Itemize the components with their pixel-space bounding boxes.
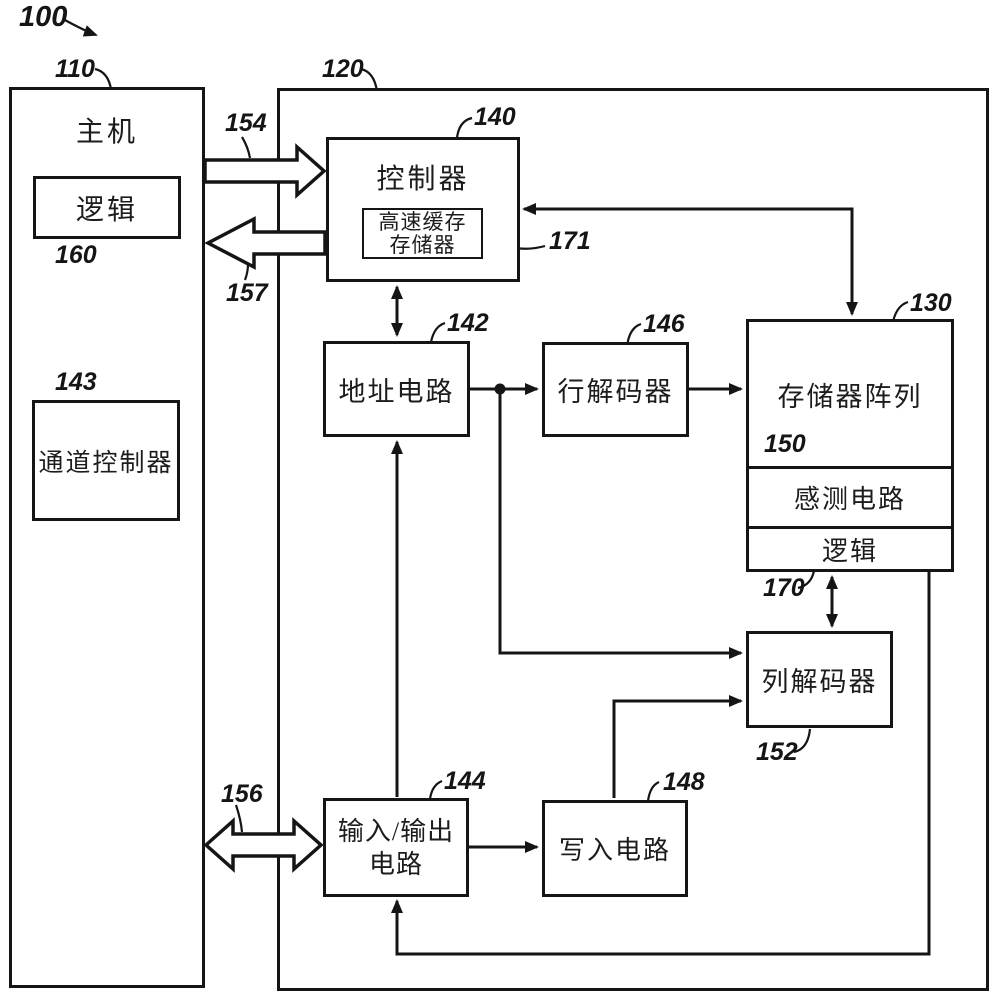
cache-memory-label: 高速缓存 存储器 bbox=[378, 209, 467, 257]
cache-memory-box: 高速缓存 存储器 bbox=[362, 208, 483, 259]
host-logic-label: 逻辑 bbox=[75, 194, 138, 226]
memory-array-box: 存储器阵列 感测电路 逻辑 bbox=[746, 319, 954, 572]
signal-lines bbox=[391, 203, 931, 956]
ref-160: 160 bbox=[55, 241, 97, 269]
leader-154 bbox=[241, 136, 252, 159]
leader-100 bbox=[62, 18, 98, 37]
array-logic-section: 逻辑 bbox=[749, 526, 951, 569]
leader-170 bbox=[797, 570, 816, 590]
write-circuit-label: 写入电路 bbox=[558, 836, 671, 865]
memory-device-box bbox=[277, 88, 989, 991]
ref-170: 170 bbox=[763, 574, 805, 602]
bus-arrow-157-left-icon bbox=[204, 216, 327, 270]
address-circuit-box: 地址电路 bbox=[323, 341, 470, 437]
ref-154: 154 bbox=[225, 109, 267, 137]
sense-circuit-section: 感测电路 bbox=[749, 466, 951, 526]
ref-130: 130 bbox=[910, 289, 952, 317]
line-controller-array-bidir bbox=[522, 203, 858, 316]
controller-label: 控制器 bbox=[376, 164, 470, 195]
leader-110 bbox=[94, 67, 113, 90]
line-write-to-coldecoder bbox=[612, 695, 743, 798]
leader-152 bbox=[793, 728, 812, 754]
ref-140: 140 bbox=[474, 103, 516, 131]
bus-arrows bbox=[203, 143, 327, 873]
ref-142: 142 bbox=[447, 309, 489, 337]
row-decoder-box: 行解码器 bbox=[542, 342, 689, 437]
ref-152: 152 bbox=[756, 738, 798, 766]
channel-controller-label: 通道控制器 bbox=[38, 449, 174, 477]
row-decoder-label: 行解码器 bbox=[557, 377, 674, 407]
memory-array-section: 存储器阵列 bbox=[749, 322, 951, 466]
write-circuit-box: 写入电路 bbox=[542, 800, 688, 897]
io-circuit-box: 输入/输出 电路 bbox=[323, 798, 469, 897]
address-circuit-label: 地址电路 bbox=[338, 376, 455, 407]
line-array-feedback-to-io bbox=[391, 572, 931, 956]
leader-144 bbox=[428, 779, 443, 800]
leader-120 bbox=[360, 67, 379, 92]
bus-arrow-154-right-icon bbox=[203, 143, 327, 199]
memory-array-label: 存储器阵列 bbox=[777, 381, 923, 412]
host-logic-box: 逻辑 bbox=[33, 176, 181, 239]
leader-140 bbox=[455, 116, 473, 139]
ref-110: 110 bbox=[55, 55, 95, 83]
ref-148: 148 bbox=[663, 768, 705, 796]
leader-156 bbox=[234, 804, 244, 833]
channel-controller-box: 通道控制器 bbox=[32, 400, 180, 521]
junction-dot bbox=[494, 383, 506, 395]
ref-156: 156 bbox=[221, 780, 263, 808]
ref-120: 120 bbox=[322, 55, 364, 83]
line-junction-to-coldecoder bbox=[498, 389, 743, 659]
host-title: 主机 bbox=[75, 117, 138, 148]
ref-157: 157 bbox=[226, 279, 268, 307]
ref-150: 150 bbox=[764, 430, 806, 458]
column-decoder-label: 列解码器 bbox=[761, 667, 878, 697]
bus-arrow-156-double-icon bbox=[203, 817, 324, 873]
ref-143: 143 bbox=[55, 368, 97, 396]
leader-148 bbox=[646, 780, 660, 802]
sense-circuit-label: 感测电路 bbox=[793, 485, 906, 514]
column-decoder-box: 列解码器 bbox=[746, 631, 893, 728]
ref-146: 146 bbox=[643, 310, 685, 338]
io-circuit-label: 输入/输出 电路 bbox=[337, 816, 455, 879]
ref-171: 171 bbox=[549, 227, 591, 255]
leader-157 bbox=[243, 263, 250, 281]
ref-100: 100 bbox=[19, 1, 68, 33]
ref-144: 144 bbox=[444, 767, 486, 795]
array-logic-label: 逻辑 bbox=[821, 536, 878, 566]
